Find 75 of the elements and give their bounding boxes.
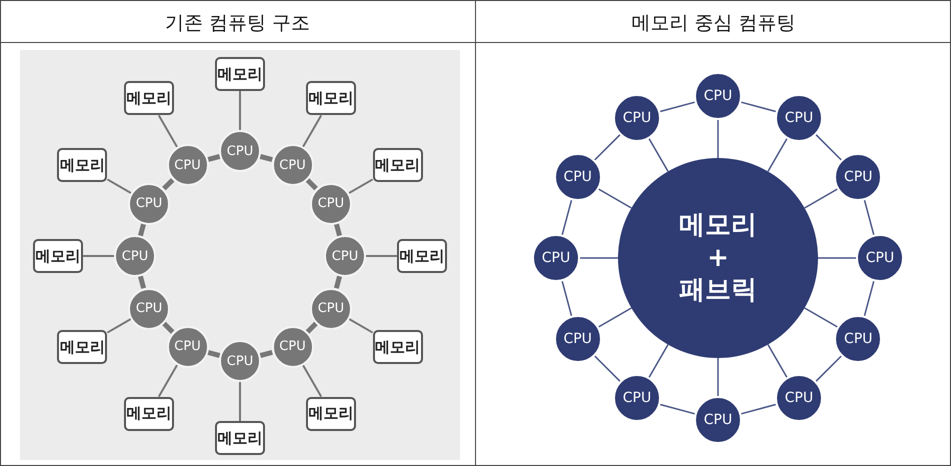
connector-line [207, 154, 220, 162]
cpu-circle: CPU [613, 94, 661, 142]
connector-line [138, 276, 146, 289]
connector-line [106, 318, 132, 334]
connector-line [815, 355, 842, 382]
connector-line [138, 223, 146, 236]
connector-line [864, 200, 875, 236]
connector-line [302, 364, 322, 398]
memory-box: 메모리 [215, 421, 265, 455]
connector-line [239, 382, 241, 421]
memory-box: 메모리 [57, 330, 108, 364]
connector-line [348, 318, 374, 334]
cpu-circle: CPU [554, 153, 602, 201]
connector-line [767, 138, 788, 172]
connector-line [598, 307, 632, 328]
connector-line [260, 154, 273, 162]
connector-line [804, 188, 838, 209]
connector-line [260, 350, 273, 358]
memory-box: 메모리 [372, 148, 423, 182]
connector-line [306, 178, 318, 190]
connector-line [804, 307, 838, 328]
cpu-circle: CPU [694, 72, 742, 120]
memory-box: 메모리 [124, 396, 174, 431]
connector-line [594, 134, 621, 161]
column-header: 메모리 중심 컴퓨팅 [631, 11, 796, 36]
connector-line [864, 280, 875, 316]
connector-line [717, 358, 719, 396]
connector-line [158, 114, 178, 148]
connector-line [740, 404, 776, 415]
connector-line [818, 257, 856, 259]
cpu-circle: CPU [775, 374, 823, 422]
column-header: 기존 컴퓨팅 구조 [164, 11, 310, 36]
memory-box: 메모리 [215, 57, 265, 91]
connector-line [158, 364, 178, 398]
connector-line [334, 223, 342, 236]
cpu-circle: CPU [856, 234, 904, 282]
connector-line [162, 322, 174, 334]
connector-line [302, 114, 322, 148]
connector-line [815, 134, 842, 161]
connector-line [348, 178, 374, 194]
connector-line [162, 178, 174, 190]
connector-line [740, 101, 776, 112]
connector-line [83, 255, 114, 257]
connector-line [561, 280, 572, 316]
memory-box: 메모리 [397, 239, 447, 273]
memory-box: 메모리 [57, 148, 108, 182]
cpu-circle: CPU [554, 315, 602, 363]
connector-line [648, 344, 669, 378]
cpu-circle: CPU [694, 396, 742, 444]
memory-box: 메모리 [372, 330, 423, 364]
memory-box: 메모리 [124, 81, 174, 116]
connector-line [366, 255, 397, 257]
cpu-circle: CPU [613, 374, 661, 422]
connector-line [660, 101, 696, 112]
connector-line [598, 188, 632, 209]
memory-fabric-circle: 메모리 + 패브릭 [618, 158, 818, 358]
memory-box: 메모리 [306, 396, 356, 431]
connector-line [660, 404, 696, 415]
connector-line [717, 120, 719, 158]
cpu-circle: CPU [834, 153, 882, 201]
connector-line [239, 91, 241, 130]
connector-line [648, 138, 669, 172]
cpu-circle: CPU [532, 234, 580, 282]
memory-box: 메모리 [306, 81, 356, 116]
connector-line [106, 178, 132, 194]
connector-line [306, 322, 318, 334]
connector-line [767, 344, 788, 378]
memory-box: 메모리 [33, 239, 83, 273]
connector-line [561, 200, 572, 236]
cpu-circle: CPU [775, 94, 823, 142]
connector-line [580, 257, 618, 259]
connector-line [594, 355, 621, 382]
connector-line [207, 350, 220, 358]
connector-line [334, 276, 342, 289]
cpu-circle: CPU [834, 315, 882, 363]
